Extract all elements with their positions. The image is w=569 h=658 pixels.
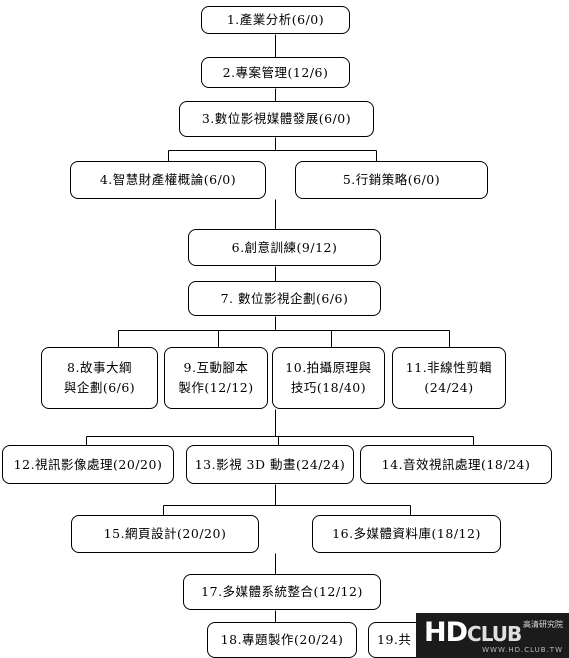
node-18: 18.專題製作(20/24) <box>207 622 357 658</box>
watermark-url: WWW.HD.CLUB.TW <box>482 646 563 654</box>
watermark-tagline: 高清研究院 <box>523 620 563 629</box>
node-9-label: 9.互動腳本 製作(12/12) <box>178 360 254 395</box>
node-18-label: 18.專題製作(20/24) <box>220 632 344 647</box>
node-12: 12.視訊影像處理(20/20) <box>2 445 174 484</box>
node-8: 8.故事大綱 與企劃(6/6) <box>41 347 158 409</box>
node-10: 10.拍攝原理與 技巧(18/40) <box>272 347 385 409</box>
node-16-label: 16.多媒體資料庫(18/12) <box>332 526 481 541</box>
node-15: 15.網頁設計(20/20) <box>71 515 259 553</box>
node-7-label: 7. 數位影視企劃(6/6) <box>220 290 349 306</box>
node-7: 7. 數位影視企劃(6/6) <box>188 281 381 316</box>
node-2-label: 2.專案管理(12/6) <box>222 64 329 80</box>
node-3: 3.數位影視媒體發展(6/0) <box>179 101 374 137</box>
node-5: 5.行銷策略(6/0) <box>295 161 488 199</box>
watermark-brand: HDCLUB <box>424 617 522 648</box>
node-5-label: 5.行銷策略(6/0) <box>342 172 441 187</box>
node-4: 4.智慧財產權概論(6/0) <box>70 161 266 199</box>
node-6: 6.創意訓練(9/12) <box>188 229 381 266</box>
node-9: 9.互動腳本 製作(12/12) <box>164 347 268 409</box>
node-14-label: 14.音效視訊處理(18/24) <box>381 456 531 472</box>
node-16: 16.多媒體資料庫(18/12) <box>312 515 501 553</box>
node-1-label: 1.產業分析(6/0) <box>226 12 325 27</box>
hdclub-watermark-logo: HDCLUB 高清研究院 WWW.HD.CLUB.TW <box>416 613 569 658</box>
node-13-label: 13.影視 3D 動畫(24/24) <box>194 456 346 472</box>
node-11-label: 11.非線性剪輯 (24/24) <box>405 360 493 395</box>
node-12-label: 12.視訊影像處理(20/20) <box>13 456 163 472</box>
node-17: 17.多媒體系統整合(12/12) <box>183 574 381 610</box>
node-11: 11.非線性剪輯 (24/24) <box>392 347 506 409</box>
node-10-label: 10.拍攝原理與 技巧(18/40) <box>285 360 372 395</box>
node-13: 13.影視 3D 動畫(24/24) <box>186 445 354 484</box>
node-14: 14.音效視訊處理(18/24) <box>360 445 552 484</box>
node-2: 2.專案管理(12/6) <box>201 57 350 88</box>
node-4-label: 4.智慧財產權概論(6/0) <box>99 172 237 187</box>
node-6-label: 6.創意訓練(9/12) <box>231 239 338 255</box>
node-3-label: 3.數位影視媒體發展(6/0) <box>201 111 352 126</box>
node-19-label: 19.共 <box>377 632 412 647</box>
node-8-label: 8.故事大綱 與企劃(6/6) <box>63 360 136 395</box>
node-15-label: 15.網頁設計(20/20) <box>103 526 227 541</box>
node-17-label: 17.多媒體系統整合(12/12) <box>201 584 363 599</box>
node-1: 1.產業分析(6/0) <box>201 6 350 34</box>
